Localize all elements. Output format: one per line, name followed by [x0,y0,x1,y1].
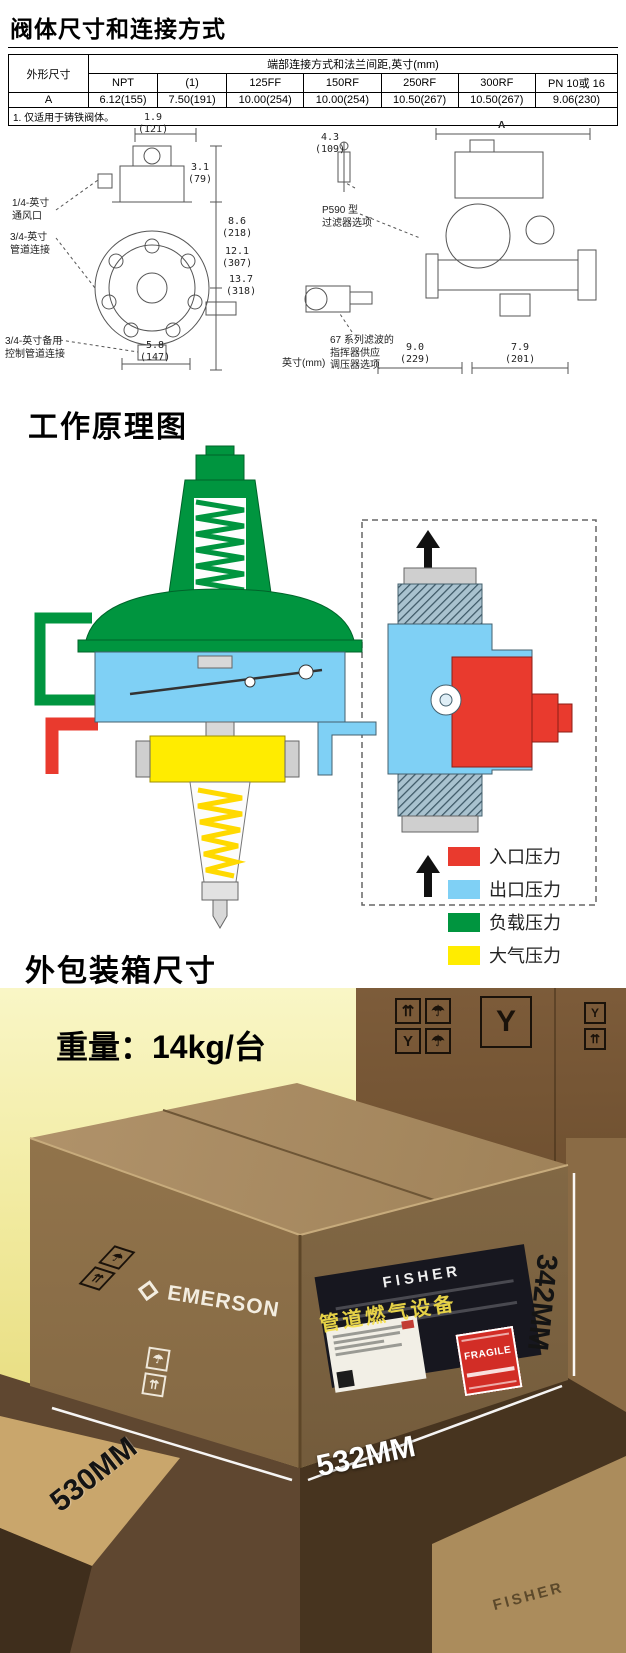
qr-code [336,1369,355,1389]
dimension-label: 7.9(201) [505,342,536,365]
table-header-row-1: 外形尺寸 端部连接方式和法兰间距,英寸(mm) [8,54,618,93]
title-divider [8,47,618,48]
emerson-logo-icon [137,1279,159,1301]
col-header: (1) [157,73,228,93]
legend-label: 负载压力 [489,913,561,933]
legend-item-loading: 负载压力 [448,909,561,935]
legend-item-outlet: 出口压力 [448,876,561,902]
sticker-line [461,1332,510,1343]
dimension-label: 5.8(147) [140,340,171,363]
cell: 10.00(254) [226,92,305,108]
table-span-header: 端部连接方式和法兰间距,英寸(mm) [88,54,618,74]
sticker-line [468,1379,517,1390]
unit-note: 英寸(mm) [282,358,326,369]
packaging-icons: Y [480,996,532,1048]
fragile-sticker: FRAGILE [455,1325,523,1397]
legend-label: 大气压力 [489,946,561,966]
technical-drawings [55,128,597,374]
dimension-table: 外形尺寸 端部连接方式和法兰间距,英寸(mm) NPT (1) 125FF 15… [8,54,619,126]
label-control-line: 3/4-英寸备用 控制管道连接 [5,336,65,360]
row-label: A [8,92,89,108]
table-corner-header: 外形尺寸 [8,54,89,93]
technical-drawing-area: 1.9(121) 3.1(79) 8.6(218) 12.1(307) 13.7… [0,112,626,400]
section-title-principle: 工作原理图 [28,411,188,444]
atmospheric-pressure-swatch [448,945,480,965]
table-footnote: 1. 仅适用于铸铁阀体。 [8,107,618,126]
packaging-icons: ⇈ ☂ Y ☂ [395,998,451,1054]
principle-section: 工作原理图 [0,400,626,966]
col-header: 250RF [380,73,459,93]
table-footnote-row: 1. 仅适用于铸铁阀体。 [8,107,618,126]
col-header: 300RF [457,73,536,93]
label-vent: 1/4-英寸 通风口 [12,198,50,222]
cell: 9.06(230) [534,92,619,108]
dimension-label: 8.6(218) [222,216,253,239]
weight-text: 重量：14kg/台 [56,1029,266,1065]
outlet-pressure-swatch [448,879,480,899]
fragile-icon: Y [395,1028,421,1054]
label-filter-option: P590 型 过滤器选项 [322,205,372,229]
dimension-label: 1.9(121) [138,112,169,135]
col-header: 150RF [303,73,382,93]
col-header: NPT [87,73,159,93]
dimension-label: 12.1(307) [222,246,253,269]
legend-label: 入口压力 [489,847,561,867]
dimension-label: 4.3(109) [315,132,346,155]
keep-dry-icon: ☂ [425,1028,451,1054]
col-header: PN 10或 16 [534,73,619,93]
dimension-label: 13.7(318) [226,274,257,297]
table-header-row-2: NPT (1) 125FF 150RF 250RF 300RF PN 10或 1… [9,73,619,93]
cell: 6.12(155) [87,92,159,108]
cell: 10.00(254) [303,92,382,108]
cell: 10.50(267) [457,92,536,108]
packaging-icons: Y ⇈ [584,1002,606,1050]
this-way-up-icon: ⇈ [584,1028,606,1050]
fragile-text: FRAGILE [463,1344,513,1364]
section-title-packaging: 外包装箱尺寸 [25,955,217,988]
col-header: 125FF [226,73,305,93]
fragile-icon: Y [584,1002,606,1024]
legend-label: 出口压力 [489,880,561,900]
ref-letter-a: A [498,120,506,131]
table-data-row: A 6.12(155) 7.50(191) 10.00(254) 10.00(2… [8,92,619,108]
packaging-photo: ⇈ ☂ Y ☂ Y Y ⇈ ☂ ⇈ ☂ ⇈ EMERSON FISHER [0,988,626,1653]
dimension-label: 9.0(229) [400,342,431,365]
loading-pressure-swatch [448,912,480,932]
label-pipe-connection: 3/4-英寸 管道连接 [10,232,50,256]
fragile-icon: Y [480,996,532,1048]
keep-dry-icon: ☂ [145,1346,171,1372]
legend-item-inlet: 入口压力 [448,843,561,869]
cell: 7.50(191) [157,92,228,108]
keep-dry-icon: ☂ [425,998,451,1024]
label-pilot-option: 67 系列滤波的 指挥器供应 调压器选项 [330,335,394,371]
principle-diagram [34,445,597,929]
side-box [566,1138,626,1428]
box-edges [29,1109,576,1482]
sticker-line [466,1365,515,1378]
inlet-pressure-swatch [448,846,480,866]
this-way-up-icon: ⇈ [395,998,421,1024]
cell: 10.50(267) [380,92,459,108]
legend-item-atmospheric: 大气压力 [448,942,561,968]
this-way-up-icon: ⇈ [141,1372,167,1398]
pressure-legend: 入口压力 出口压力 负载压力 大气压力 [448,843,561,975]
section-title-dimensions: 阀体尺寸和连接方式 [10,16,226,42]
dimension-label: 3.1(79) [188,162,213,185]
